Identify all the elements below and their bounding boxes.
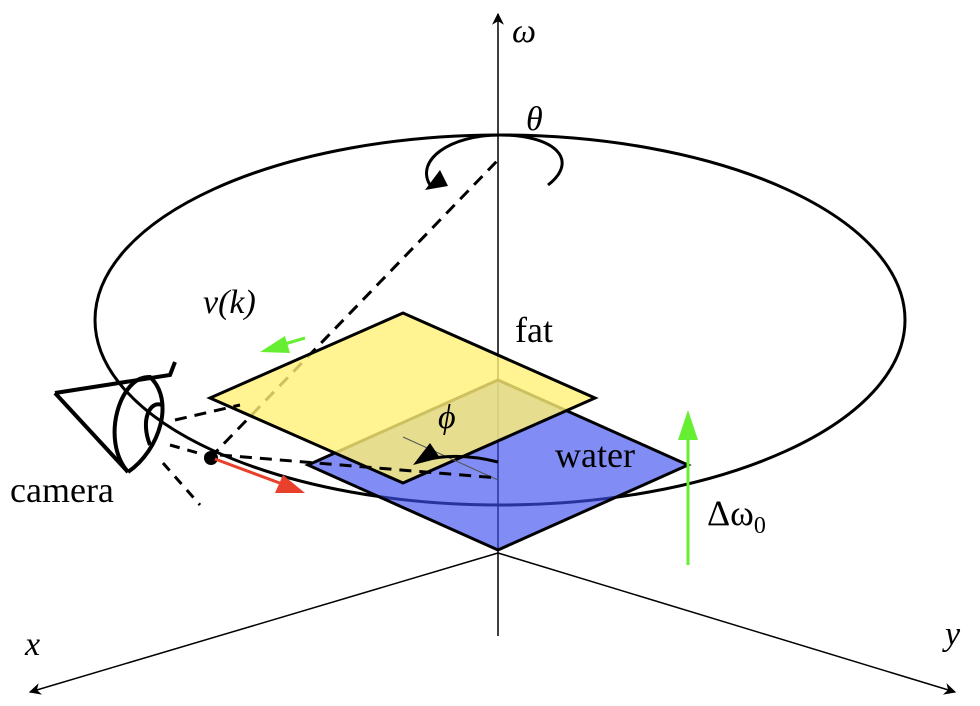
theta-rotation-arrow xyxy=(425,133,564,187)
fat-label: fat xyxy=(515,310,553,350)
x-axis xyxy=(28,552,499,695)
water-label: water xyxy=(555,435,635,475)
camera-ray-down xyxy=(161,462,202,506)
fat-plane xyxy=(206,311,599,485)
delta-omega-arrowhead-icon xyxy=(678,410,698,440)
phi-reference-line xyxy=(402,436,499,481)
omega-label: ω xyxy=(512,13,536,50)
theta-arrowhead-icon xyxy=(425,170,448,190)
y-axis xyxy=(497,552,957,695)
camera-position-dot xyxy=(204,451,218,465)
tangent-arrowhead-icon xyxy=(275,475,305,493)
theta-label: θ xyxy=(526,101,543,138)
camera-ray-mid xyxy=(169,443,206,457)
tangent-arrow xyxy=(214,457,286,487)
phi-label: ϕ xyxy=(438,399,456,436)
velocity-label: v(k) xyxy=(203,284,256,321)
camera-ray-upper xyxy=(174,403,241,422)
y-axis-label: y xyxy=(942,616,961,653)
camera-label: camera xyxy=(10,470,114,510)
delta-omega-label: Δω0 xyxy=(707,493,766,539)
camera-ray-lower xyxy=(219,453,499,480)
camera-icon xyxy=(53,361,177,474)
velocity-arrowhead-icon xyxy=(260,336,290,353)
phi-arrowhead-icon xyxy=(413,443,440,465)
x-axis-label: x xyxy=(24,626,40,663)
